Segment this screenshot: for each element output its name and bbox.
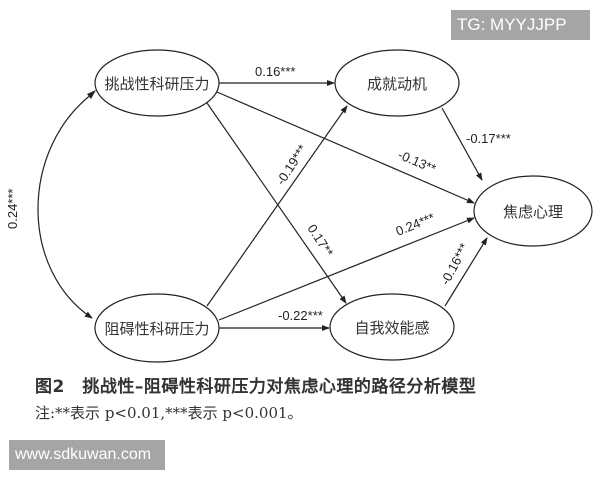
edge-challenge-anxiety <box>216 91 475 204</box>
svg-text:焦虑心理: 焦虑心理 <box>503 203 563 221</box>
label-hindrance-motivation: -0.19*** <box>273 142 310 188</box>
label-motivation-anxiety: -0.17*** <box>466 131 511 146</box>
node-achievement-motivation: 成就动机 <box>334 49 460 117</box>
label-challenge-efficacy: 0.17** <box>304 221 336 259</box>
edge-motivation-anxiety <box>441 107 483 181</box>
watermark-bottom: www.sdkuwan.com <box>9 440 165 470</box>
label-efficacy-anxiety: -0.16*** <box>437 241 471 288</box>
figure-caption: 图2 挑战性–阻碍性科研压力对焦虑心理的路径分析模型 <box>35 377 477 397</box>
svg-text:挑战性科研压力: 挑战性科研压力 <box>104 75 209 93</box>
node-hindrance-stress: 阻碍性科研压力 <box>94 293 220 363</box>
node-self-efficacy: 自我效能感 <box>329 293 455 361</box>
svg-text:成就动机: 成就动机 <box>367 75 427 93</box>
figure-note: 注:**表示 p<0.01,***表示 p<0.001。 <box>35 404 303 422</box>
watermark-top: TG: MYYJJPP <box>451 10 590 40</box>
edge-hindrance-anxiety <box>218 217 475 321</box>
label-hindrance-anxiety: 0.24*** <box>394 210 437 239</box>
svg-text:自我效能感: 自我效能感 <box>354 319 429 337</box>
edge-hindrance-motivation <box>206 105 348 307</box>
node-anxiety: 焦虑心理 <box>473 175 593 247</box>
svg-text:阻碍性科研压力: 阻碍性科研压力 <box>104 320 209 338</box>
node-challenge-stress: 挑战性科研压力 <box>94 49 220 117</box>
label-hindrance-efficacy: -0.22*** <box>278 308 323 323</box>
covariance-arc <box>37 93 93 319</box>
edge-challenge-efficacy <box>206 102 347 304</box>
label-covariance: 0.24*** <box>5 189 20 229</box>
label-challenge-motivation: 0.16*** <box>255 64 295 79</box>
edge-efficacy-anxiety <box>444 237 488 307</box>
